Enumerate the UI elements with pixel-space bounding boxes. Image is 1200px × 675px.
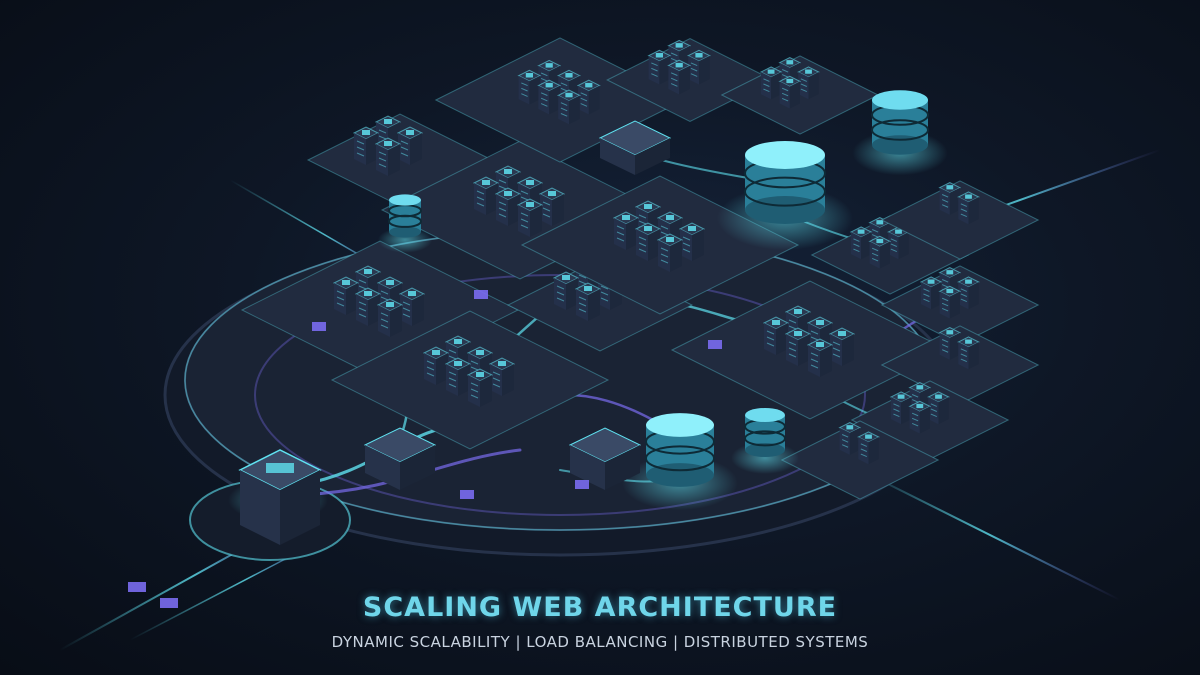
server-rack-icon bbox=[784, 327, 812, 366]
server-rack-icon bbox=[444, 357, 472, 396]
server-rack-icon bbox=[494, 187, 522, 226]
server-rack-icon bbox=[352, 126, 380, 165]
gateway-icon bbox=[228, 449, 328, 545]
server-rack-icon bbox=[557, 89, 581, 125]
server-rack-icon bbox=[938, 182, 962, 215]
server-rack-icon bbox=[472, 176, 500, 215]
server-rack-icon bbox=[576, 79, 601, 115]
server-rack-icon bbox=[354, 287, 382, 326]
server-rack-icon bbox=[678, 222, 706, 261]
database-icon bbox=[852, 90, 948, 176]
server-rack-icon bbox=[778, 75, 802, 109]
server-rack-icon bbox=[957, 336, 980, 370]
server-rack-icon bbox=[398, 287, 426, 326]
server-rack-icon bbox=[838, 422, 862, 455]
server-nodes bbox=[240, 37, 1040, 500]
server-rack-icon bbox=[887, 226, 910, 260]
server-rack-icon bbox=[488, 357, 516, 396]
server-rack-icon bbox=[762, 316, 790, 355]
server-rack-icon bbox=[656, 233, 684, 272]
load-balancer-icon bbox=[363, 120, 672, 490]
server-rack-icon bbox=[889, 391, 913, 425]
server-rack-icon bbox=[612, 211, 640, 250]
server-rack-icon bbox=[857, 431, 880, 465]
server-rack-icon bbox=[957, 191, 980, 225]
data-packets bbox=[128, 290, 722, 608]
server-rack-icon bbox=[667, 59, 692, 95]
database-nodes bbox=[377, 90, 948, 511]
server-rack-icon bbox=[908, 400, 932, 434]
server-rack-icon bbox=[517, 69, 542, 105]
server-rack-icon bbox=[687, 49, 711, 85]
server-rack-icon bbox=[647, 49, 672, 85]
server-rack-icon bbox=[849, 226, 873, 260]
server-rack-icon bbox=[374, 137, 402, 176]
server-rack-icon bbox=[552, 271, 580, 310]
page-subtitle: DYNAMIC SCALABILITY | LOAD BALANCING | D… bbox=[331, 633, 869, 651]
server-rack-icon bbox=[797, 66, 820, 100]
server-rack-icon bbox=[927, 391, 950, 425]
server-rack-icon bbox=[422, 346, 450, 385]
server-rack-icon bbox=[574, 282, 602, 321]
database-icon bbox=[377, 194, 433, 253]
server-rack-icon bbox=[828, 327, 856, 366]
database-icon bbox=[731, 408, 799, 474]
server-rack-icon bbox=[938, 285, 962, 319]
server-rack-icon bbox=[538, 187, 566, 226]
server-rack-icon bbox=[868, 235, 892, 269]
server-rack-icon bbox=[376, 298, 404, 337]
server-rack-icon bbox=[938, 327, 962, 360]
server-rack-icon bbox=[516, 198, 544, 237]
server-rack-icon bbox=[634, 222, 662, 261]
database-icon bbox=[622, 413, 738, 511]
database-icon bbox=[717, 141, 853, 250]
server-rack-icon bbox=[466, 368, 494, 407]
server-rack-icon bbox=[759, 66, 783, 100]
server-rack-icon bbox=[919, 276, 943, 310]
server-rack-icon bbox=[806, 338, 834, 377]
page-title: SCALING WEB ARCHITECTURE bbox=[362, 592, 838, 623]
server-rack-icon bbox=[957, 276, 980, 310]
server-rack-icon bbox=[332, 276, 360, 315]
server-rack-icon bbox=[396, 126, 424, 165]
server-rack-icon bbox=[537, 79, 562, 115]
